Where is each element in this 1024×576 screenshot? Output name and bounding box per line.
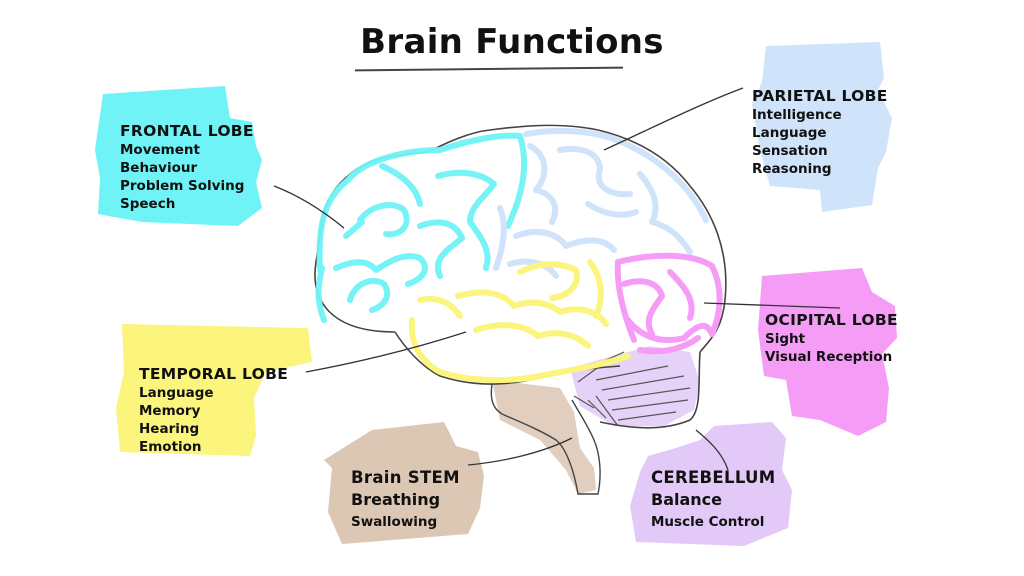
temporal-function: Language <box>139 385 214 401</box>
occipital-lobe-label: OCIPITAL LOBE Sight Visual Reception <box>765 310 898 366</box>
parietal-lobe-label: PARIETAL LOBE Intelligence Language Sens… <box>752 86 888 178</box>
frontal-function: Behaviour <box>120 160 198 176</box>
occipital-lobe-title: OCIPITAL LOBE <box>765 311 898 329</box>
brain-stem-function: Breathing <box>351 490 441 509</box>
frontal-function: Problem Solving <box>120 178 245 194</box>
occipital-highlight <box>758 268 897 436</box>
temporal-gyri <box>408 259 631 384</box>
occipital-leader <box>703 302 841 309</box>
stem-highlight <box>324 422 484 544</box>
temporal-function: Hearing <box>139 421 200 437</box>
stem-outline <box>490 383 601 495</box>
frontal-function: Movement <box>120 142 200 158</box>
temporal-function: Emotion <box>139 439 202 455</box>
parietal-function: Language <box>752 125 827 141</box>
temporal-lobe-label: TEMPORAL LOBE Language Memory Hearing Em… <box>139 364 288 456</box>
cerebellum-fill <box>570 346 700 426</box>
occipital-function: Sight <box>765 331 806 347</box>
frontal-leader <box>273 185 345 229</box>
brain-stem-label: Brain STEM Breathing Swallowing <box>351 466 460 531</box>
frontal-lobe-label: FRONTAL LOBE Movement Behaviour Problem … <box>120 121 254 213</box>
temporal-highlight <box>116 324 312 456</box>
parietal-highlight <box>752 42 892 212</box>
temporal-function: Memory <box>139 403 201 419</box>
temporal-lobe-title: TEMPORAL LOBE <box>139 365 289 383</box>
cerebellum-highlight <box>630 422 792 546</box>
cerebellum-function: Balance <box>651 490 722 509</box>
brain-stem-function: Swallowing <box>351 514 438 530</box>
cerebellum-title: CEREBELLUM <box>651 468 776 487</box>
cerebellum-leader <box>695 429 729 471</box>
frontal-gyri <box>315 132 528 323</box>
frontal-highlight <box>95 86 262 226</box>
parietal-function: Sensation <box>752 143 828 159</box>
parietal-function: Reasoning <box>752 161 832 177</box>
page-title: Brain Functions <box>360 22 664 62</box>
parietal-lobe-title: PARIETAL LOBE <box>752 87 888 105</box>
frontal-lobe-title: FRONTAL LOBE <box>120 122 254 140</box>
cerebellum-label: CEREBELLUM Balance Muscle Control <box>651 466 775 531</box>
parietal-function: Intelligence <box>752 107 842 123</box>
parietal-leader <box>603 87 744 151</box>
occipital-gyri <box>614 252 723 355</box>
cerebellum-function: Muscle Control <box>651 514 765 530</box>
brain-stem-fill <box>492 380 596 494</box>
brain-stem-title: Brain STEM <box>351 468 460 487</box>
leader-lines <box>273 87 841 471</box>
occipital-function: Visual Reception <box>765 349 893 365</box>
temporal-leader <box>305 331 467 373</box>
stem-leader <box>467 437 573 466</box>
frontal-function: Speech <box>120 196 176 212</box>
